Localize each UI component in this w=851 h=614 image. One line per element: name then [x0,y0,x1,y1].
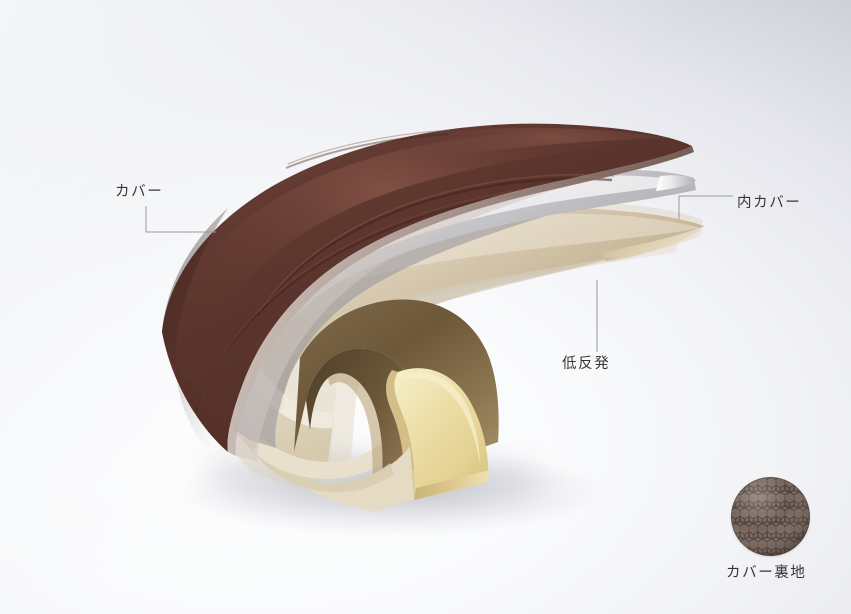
label-low-resilience-foam: 低反発 [562,356,611,372]
cover-layer [162,123,694,462]
leader-cover [145,206,216,233]
leader-inner-cover [678,195,733,219]
honeycomb-mesh-pattern [731,477,810,556]
label-cover: カバー [115,184,164,200]
foam-front-apron [254,446,414,512]
label-inner-cover: 内カバー [737,195,802,211]
leader-lines [145,195,733,352]
cover-lining-swatch [731,477,810,556]
label-cover-lining: カバー裏地 [726,565,807,581]
